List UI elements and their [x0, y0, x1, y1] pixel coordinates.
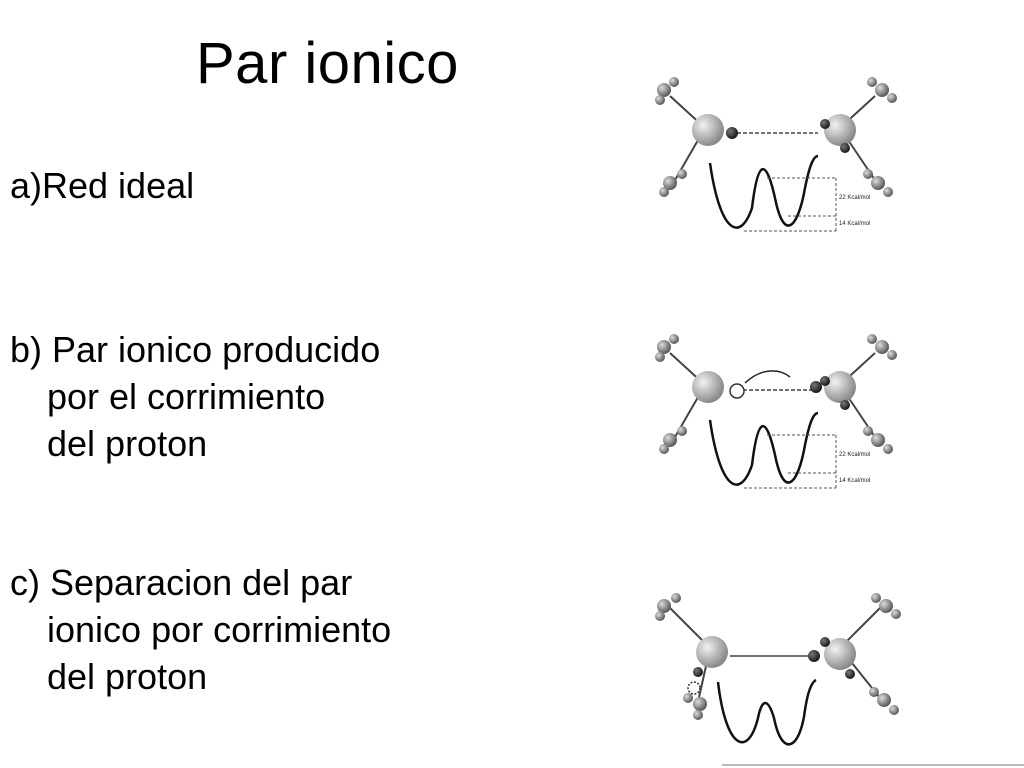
molecule-figure-b: 22 Kcal/mol 14 Kcal/mol: [640, 325, 910, 500]
molecule-diagram: 22 Kcal/mol 14 Kcal/mol: [655, 334, 897, 489]
item-line: b) Par ionico producido: [10, 329, 381, 370]
item-line: ionico por corrimiento: [47, 609, 392, 650]
energy-label: 14 Kcal/mol: [839, 478, 870, 484]
item-line: del proton: [47, 423, 208, 464]
energy-curve: [708, 154, 819, 229]
energy-label: 14 Kcal/mol: [839, 221, 870, 227]
proton-vacancy-icon: [729, 383, 745, 399]
oxygen-atom-icon: [824, 114, 856, 146]
energy-label: 22 Kcal/mol: [839, 452, 870, 458]
item-line: del proton: [47, 656, 208, 697]
energy-label: 22 Kcal/mol: [839, 195, 870, 201]
item-separacion-par: c) Separacion del par ionico por corrimi…: [10, 559, 391, 700]
proton-icon: [726, 127, 738, 139]
oxygen-atom-icon: [692, 114, 724, 146]
molecule-diagram: [655, 593, 901, 746]
item-line: a)Red ideal: [10, 165, 195, 206]
item-line: c) Separacion del par: [10, 562, 353, 603]
item-red-ideal: a)Red ideal: [10, 162, 194, 209]
slide-bottom-rule: [722, 764, 1024, 766]
item-line: por el corrimiento: [47, 376, 326, 417]
energy-curve: [716, 678, 817, 746]
slide-title: Par ionico: [196, 31, 459, 96]
molecule-diagram: 22 Kcal/mol 14 Kcal/mol: [655, 77, 897, 232]
item-par-ionico-producido: b) Par ionico producido por el corrimien…: [10, 326, 380, 467]
hydrogen-cluster-icon: [655, 77, 897, 197]
molecule-figure-c: [640, 590, 910, 755]
molecule-figure-a: 22 Kcal/mol 14 Kcal/mol: [640, 68, 910, 243]
